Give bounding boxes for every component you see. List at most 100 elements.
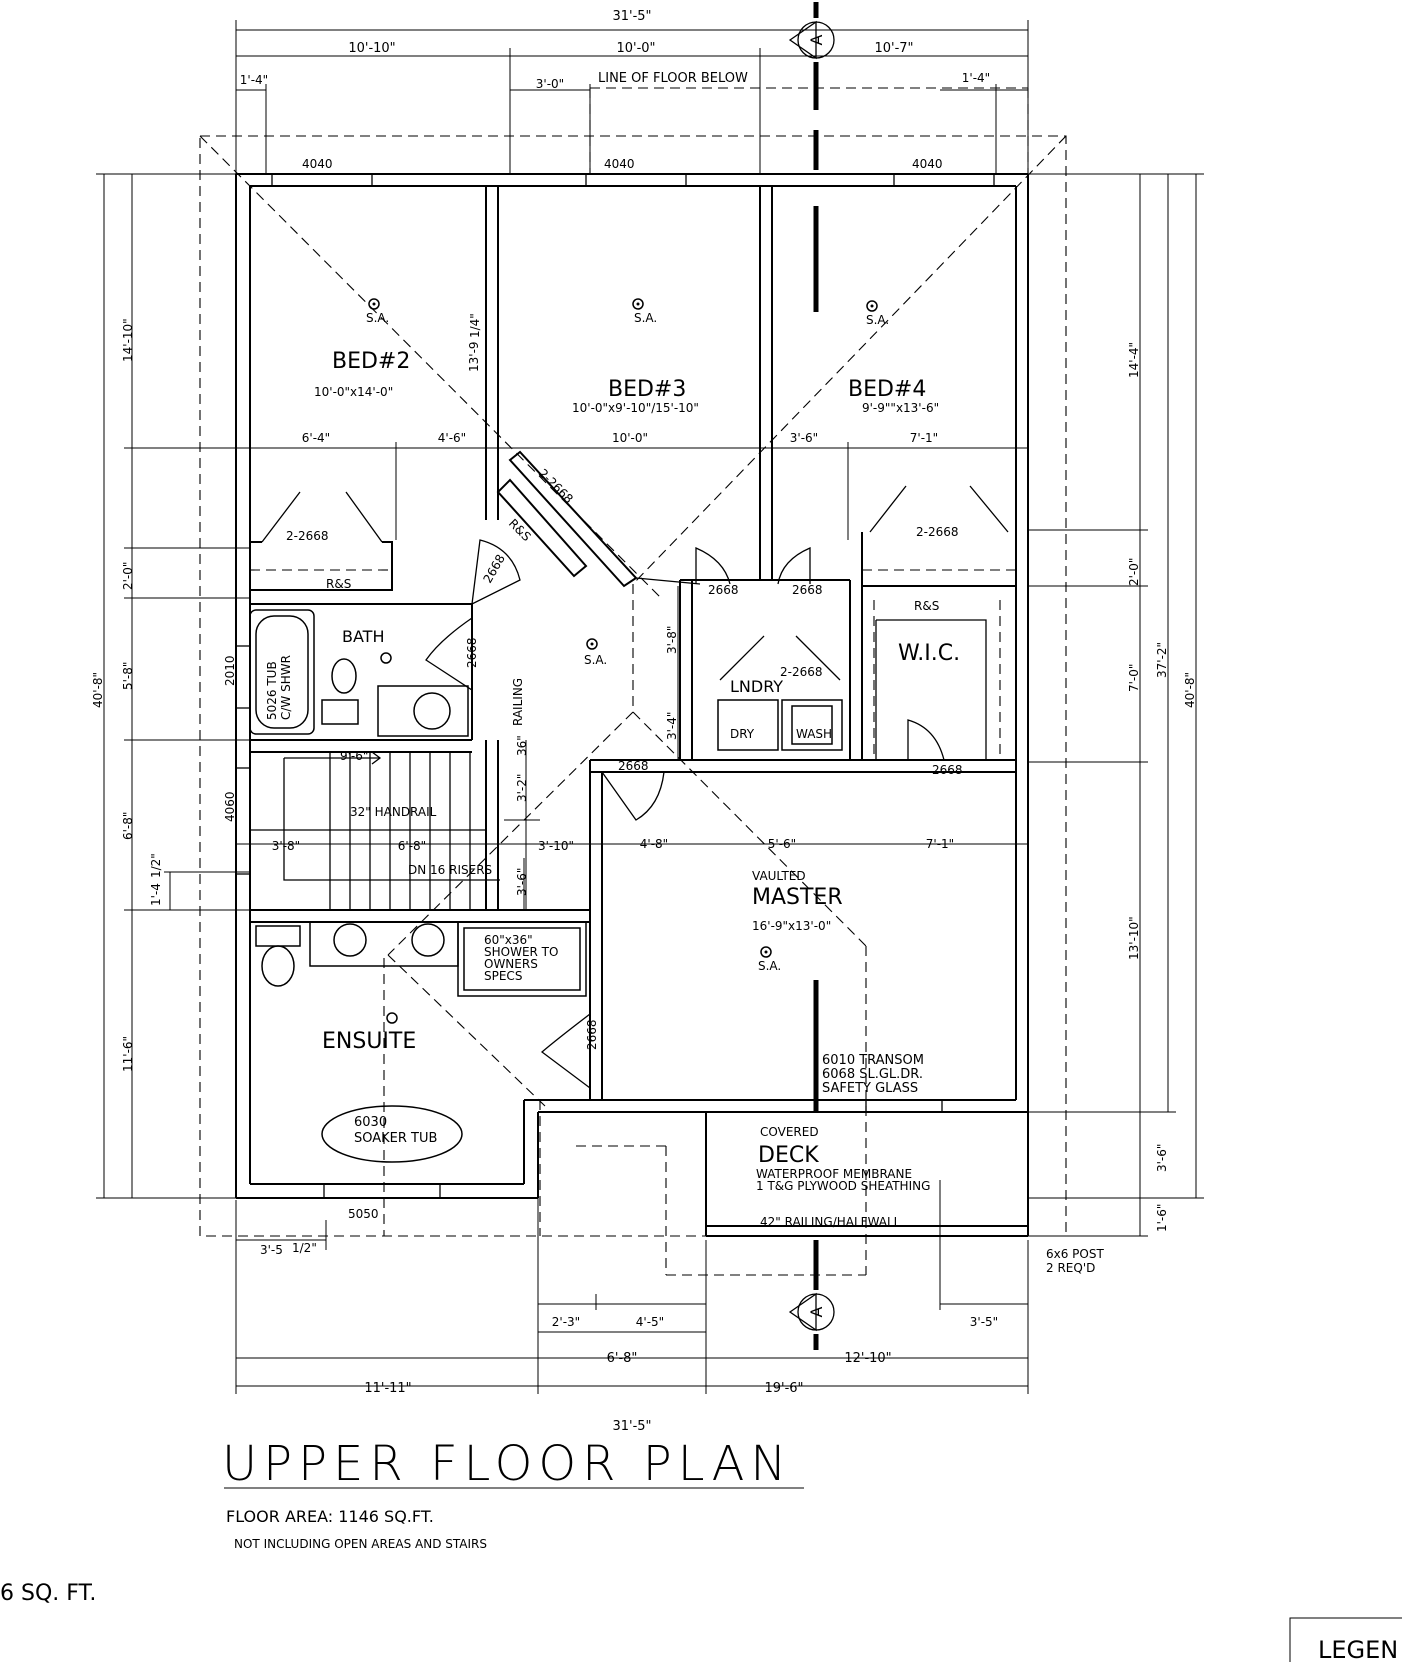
room-bath: BATH [342, 627, 384, 646]
dim-m-c: 3'-10" [538, 839, 574, 853]
room-bed2-size: 10'-0"x14'-0" [314, 385, 393, 399]
windows [235, 173, 995, 1199]
door-label: 2-2668 [780, 665, 823, 679]
dim-m-b: 6'-8" [398, 839, 426, 853]
dim-right-a: 14'-4" [1127, 342, 1141, 378]
dim-right-b: 2'-0" [1127, 558, 1141, 586]
handrail-label: 32" HANDRAIL [350, 805, 437, 819]
dim-left-f: 11'-6" [121, 1036, 135, 1072]
master-vaulted: VAULTED [752, 869, 806, 883]
sa-label: S.A. [758, 959, 781, 973]
dim-left-e-frac: 1/2" [149, 853, 163, 878]
transom-label: 6068 SL.GL.DR. [822, 1067, 923, 1082]
window-label: 4040 [302, 157, 333, 171]
dim-mid-d: 3'-6" [790, 431, 818, 445]
dim-bot-total: 31'-5" [612, 1419, 651, 1434]
post-label: 6x6 POST [1046, 1247, 1104, 1261]
dim-m-d: 4'-8" [640, 837, 668, 851]
dim-bot-c: 3'-5" [970, 1315, 998, 1329]
legend-fragment: LEGEN [1318, 1636, 1398, 1662]
dim-hall-b: 3'-4" [665, 712, 679, 740]
door-label: 2-2668 [286, 529, 329, 543]
dim-right-e: 3'-6" [1155, 1144, 1169, 1172]
dim-mid-e: 7'-1" [910, 431, 938, 445]
sa-label: S.A. [634, 311, 657, 325]
door-swings [425, 539, 945, 1090]
line-of-floor-below: LINE OF FLOOR BELOW [598, 71, 748, 86]
deck-railing: 42" RAILING/HALFWALL [760, 1215, 901, 1229]
floor-area-note: NOT INCLUDING OPEN AREAS AND STAIRS [234, 1537, 487, 1551]
risers-label: DN 16 RISERS [408, 863, 492, 877]
dim-top-e: 3'-0" [536, 77, 564, 91]
rs-label: R&S [326, 577, 351, 591]
dim-bot-a: 2'-3" [552, 1315, 580, 1329]
dim-left-c: 5'-8" [121, 662, 135, 690]
door-label: 2668 [465, 637, 479, 668]
lndry-wash: WASH [796, 727, 832, 741]
room-bed3-size: 10'-0"x9'-10"/15'-10" [572, 401, 699, 415]
svg-text:A: A [807, 34, 826, 45]
window-label: 4060 [223, 791, 237, 822]
dim-bot-e: 12'-10" [844, 1351, 891, 1366]
door-label: 2668 [480, 552, 507, 585]
dim-left-d: 6'-8" [121, 812, 135, 840]
transom-label: SAFETY GLASS [822, 1081, 918, 1096]
soaker-label: 6030 [354, 1115, 387, 1130]
floor-area: FLOOR AREA: 1146 SQ.FT. [226, 1507, 434, 1526]
shower-label: SHOWER TO [484, 945, 558, 959]
lndry-dry: DRY [730, 727, 755, 741]
dim-rail-b: 36" [515, 735, 529, 756]
room-bed4: BED#4 [848, 377, 926, 402]
rs-label: R&S [914, 599, 939, 613]
railing-label: RAILING [511, 678, 525, 726]
roof-outline [199, 87, 1067, 1276]
dim-m-f: 7'-1" [926, 837, 954, 851]
dim-bed2-h-frac: 1/4" [468, 313, 482, 338]
door-label: 2668 [618, 759, 649, 773]
room-bed2: BED#2 [332, 349, 410, 374]
door-label: 2668 [932, 763, 963, 777]
sa-label: S.A. [584, 653, 607, 667]
room-master: MASTER [752, 885, 843, 910]
dim-bot-d: 6'-8" [607, 1351, 638, 1366]
rs-label: R&S [506, 516, 534, 544]
dim-m-a: 3'-8" [272, 839, 300, 853]
deck-note: WATERPROOF MEMBRANE [756, 1167, 912, 1181]
dim-right-d: 13'-10" [1127, 916, 1141, 960]
deck-note: 1 T&G PLYWOOD SHEATHING [756, 1179, 930, 1193]
window-label: 4040 [912, 157, 943, 171]
door-label: 2668 [792, 583, 823, 597]
room-lndry: LNDRY [730, 677, 783, 696]
window-label: 5050 [348, 1207, 379, 1221]
door-label: 2-2668 [916, 525, 959, 539]
fixtures [249, 609, 843, 1163]
dim-mid-c: 10'-0" [612, 431, 648, 445]
dimension-lines [96, 20, 1402, 1662]
door-label: 2668 [585, 1019, 599, 1050]
dim-bot-b: 4'-5" [636, 1315, 664, 1329]
dim-top-total: 31'-5" [612, 9, 651, 24]
dim-top-a: 10'-10" [348, 41, 395, 56]
deck-covered: COVERED [760, 1125, 819, 1139]
dim-ens-w: 3'-5 [260, 1243, 283, 1257]
room-bed4-size: 9'-9""x13'-6" [862, 401, 939, 415]
plan-title: UPPER FLOOR PLAN [222, 1436, 792, 1492]
door-label: 2668 [708, 583, 739, 597]
room-deck: DECK [758, 1143, 819, 1168]
window-label: 4040 [604, 157, 635, 171]
dim-bot-g: 19'-6" [764, 1381, 803, 1396]
svg-text:A: A [807, 1306, 826, 1317]
sa-label: S.A. [866, 313, 889, 327]
dim-left-total: 40'-8" [91, 672, 105, 708]
dim-hall-a: 3'-8" [665, 626, 679, 654]
dim-right-c: 7'-0" [1127, 664, 1141, 692]
dim-left-a: 14'-10" [121, 318, 135, 362]
section-marker-top: A [788, 20, 835, 60]
soaker-label: SOAKER TUB [354, 1131, 437, 1146]
post-label: 2 REQ'D [1046, 1261, 1095, 1275]
page-left-fragment: 6 SQ. FT. [0, 1581, 96, 1606]
dim-right-g: 37'-2" [1155, 642, 1169, 678]
smoke-alarms [368, 298, 878, 1024]
dim-m-e: 5'-6" [768, 837, 796, 851]
door-label: 2-2668 [536, 466, 576, 506]
